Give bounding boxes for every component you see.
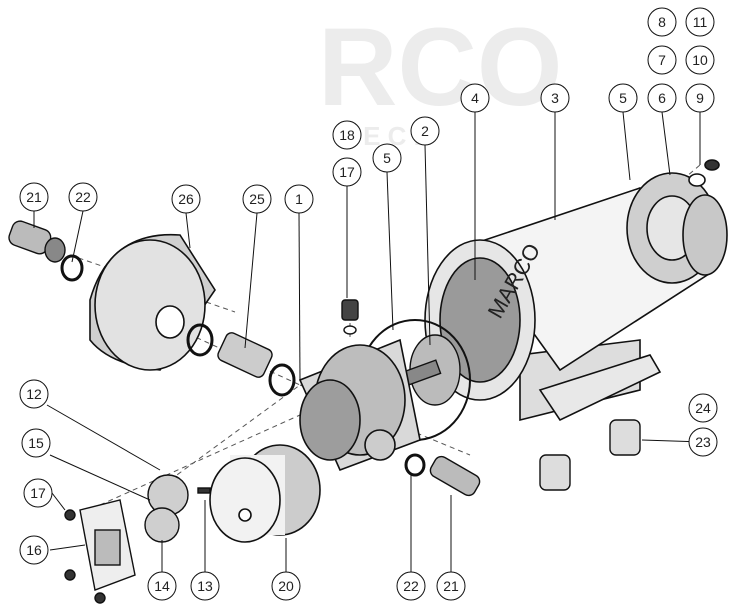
inlet-fitting-left: [8, 220, 84, 282]
watermark-logo: RCO: [318, 6, 562, 129]
callout-13: 13: [190, 571, 220, 601]
callout-14: 14: [147, 571, 177, 601]
callout-16: 16: [19, 535, 49, 565]
svg-text:5: 5: [383, 150, 391, 166]
svg-text:10: 10: [692, 52, 708, 68]
plug-bolt: [341, 299, 359, 335]
callout-21-right: 21: [436, 571, 466, 601]
svg-text:1: 1: [295, 191, 303, 207]
svg-text:15: 15: [28, 435, 44, 451]
svg-text:21: 21: [443, 578, 459, 594]
svg-text:5: 5: [619, 90, 627, 106]
svg-text:26: 26: [178, 191, 194, 207]
callout-3: 3: [540, 83, 570, 113]
callout-4: 4: [460, 83, 490, 113]
callout-8: 8: [647, 7, 677, 37]
svg-text:11: 11: [693, 14, 708, 30]
impeller-shaft: [378, 334, 461, 406]
svg-text:16: 16: [26, 542, 42, 558]
callout-26: 24: [688, 393, 718, 423]
svg-text:17: 17: [30, 485, 46, 501]
outlet-fitting-right: [404, 453, 481, 497]
svg-text:22: 22: [403, 578, 419, 594]
callout-25: 23: [688, 427, 718, 457]
callouts: 21 22 26 25 1 18 17 5 2 4 3 5 6 9 7 10 8…: [19, 7, 718, 601]
leader-lines: [33, 111, 704, 572]
pump-gears: [144, 474, 211, 543]
svg-text:23: 23: [695, 434, 711, 450]
callout-18: 17: [332, 157, 362, 187]
svg-text:21: 21: [26, 189, 42, 205]
callout-1: 1: [284, 184, 314, 214]
svg-text:13: 13: [197, 578, 213, 594]
callout-22-left: 22: [68, 182, 98, 212]
svg-text:25: 25: [249, 191, 265, 207]
svg-text:12: 12: [26, 386, 42, 402]
callout-19: 18: [332, 120, 362, 150]
svg-text:18: 18: [339, 127, 355, 143]
svg-text:24: 24: [695, 400, 711, 416]
front-cover: [89, 233, 216, 371]
svg-text:7: 7: [658, 52, 666, 68]
svg-text:8: 8: [658, 14, 666, 30]
callout-9: 9: [685, 83, 715, 113]
callout-15: 15: [21, 428, 51, 458]
callout-22-right: 22: [396, 571, 426, 601]
check-valve: [186, 323, 296, 397]
callout-20: 20: [271, 571, 301, 601]
svg-text:20: 20: [278, 578, 294, 594]
svg-text:22: 22: [75, 189, 91, 205]
callout-5-right: 5: [608, 83, 638, 113]
callout-10: 10: [685, 45, 715, 75]
end-plate: [64, 499, 136, 604]
callout-23: 25: [242, 184, 272, 214]
svg-text:2: 2: [421, 123, 429, 139]
callout-5-left: 5: [372, 143, 402, 173]
rear-cover-parts: [682, 159, 728, 276]
svg-text:9: 9: [696, 90, 704, 106]
callout-11: 11: [685, 7, 715, 37]
callout-17: 17: [23, 478, 53, 508]
svg-text:6: 6: [658, 90, 666, 106]
callout-6: 6: [647, 83, 677, 113]
motor-body: MARCO: [424, 172, 718, 422]
gear-housing: [209, 444, 321, 543]
rubber-feet: [539, 419, 641, 491]
callout-21-left: 21: [19, 182, 49, 212]
callout-2: 2: [410, 116, 440, 146]
svg-text:4: 4: [471, 90, 479, 106]
svg-text:17: 17: [339, 164, 355, 180]
callout-7: 7: [647, 45, 677, 75]
svg-text:14: 14: [154, 578, 170, 594]
callout-12: 12: [19, 379, 49, 409]
svg-text:3: 3: [551, 90, 559, 106]
pump-body: [298, 338, 421, 472]
callout-24: 26: [171, 184, 201, 214]
